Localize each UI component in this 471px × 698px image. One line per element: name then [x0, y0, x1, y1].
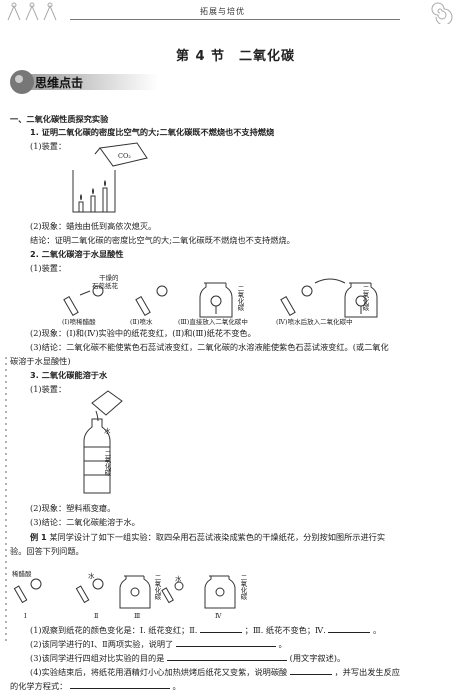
example-figure	[13, 575, 236, 609]
badge-band	[10, 70, 158, 94]
q4-part-b: ，并写出发生反应	[334, 667, 400, 677]
s3-phenomenon: (2)现象：塑料瓶变瘪。	[30, 503, 116, 513]
caption-3: (Ⅲ)直接放入二氧化碳中	[178, 318, 248, 326]
s2-conclusion-b: 碳溶于水显酸性)	[10, 356, 71, 366]
question-4-cont: 的化学方程式： 。	[10, 680, 181, 692]
question-4: (4)实验结束后，将纸花用酒精灯小心加热烘烤后纸花又变紫，说明碳酸 ，并写出发生…	[30, 666, 400, 678]
s2-conclusion-a: (3)结论：二氧化碳不能使紫色石蕊试液变红，二氧化碳的水溶液能使紫色石蕊试液变红…	[30, 342, 389, 352]
s3-device: (1)装置：	[30, 384, 67, 394]
q4-part-d: 。	[172, 681, 181, 691]
s1-device: (1)装置：	[30, 141, 67, 151]
caption-1: (Ⅰ)喷稀醋酸	[62, 318, 96, 326]
water-label-2: 水	[88, 572, 95, 580]
q3-part-b: (用文字叙述)。	[289, 653, 346, 663]
question-3: (3)该同学进行四组对比实验的目的是 (用文字叙述)。	[30, 652, 345, 664]
water-label-4: 水	[175, 575, 182, 583]
ex-caption-1: Ⅰ	[24, 612, 27, 620]
s1-conclusion: 结论：证明二氧化碳的密度比空气的大;二氧化碳既不燃烧也不支持燃烧。	[30, 235, 295, 245]
example-text-b: 验。回答下列问题。	[10, 546, 84, 556]
q2-blank[interactable]	[175, 638, 276, 647]
s3-title: 3. 二氧化碳能溶于水	[30, 370, 108, 380]
q1-part-b: ；Ⅲ. 纸花不变色；Ⅳ.	[244, 625, 326, 635]
q1-blank-2[interactable]	[200, 624, 243, 633]
ex-caption-3: Ⅲ	[134, 612, 141, 620]
water-label: 水	[104, 427, 111, 435]
candle-beaker-figure	[72, 142, 148, 213]
s2-phenomenon: (2)现象：(Ⅰ)和(Ⅳ)实验中的纸花变红，(Ⅱ)和(Ⅲ)纸花不变色。	[30, 328, 256, 338]
q4-part-c: 的化学方程式：	[10, 681, 68, 691]
s1-title: 1. 证明二氧化碳的密度比空气的大;二氧化碳既不燃烧也不支持燃烧	[30, 127, 275, 137]
jar-co2-label-3: 二氧化碳	[153, 574, 161, 600]
q1-blank-4[interactable]	[328, 624, 371, 633]
s1-phenomenon: (2)现象：蜡烛由低到高依次熄灭。	[30, 221, 157, 231]
example-lead: 例 1	[30, 532, 47, 542]
dry-paper-label-2: 石蕊纸花	[92, 282, 118, 290]
part1-heading: 一、二氧化碳性质探究实验	[10, 114, 109, 124]
example-text: 某同学设计了如下一组实验：取四朵用石蕊试液染成紫色的干燥纸花，分别按如图所示进行…	[49, 532, 386, 542]
header-rule	[70, 19, 400, 20]
ex-caption-4: Ⅳ	[215, 612, 222, 620]
s2-device: (1)装置：	[30, 263, 67, 273]
question-2: (2)该同学进行的Ⅰ、Ⅱ两项实验，说明了 。	[30, 638, 287, 650]
section-title: 第 4 节 二氧化碳	[175, 49, 296, 64]
question-1: (1)观察到纸花的颜色变化是：Ⅰ. 纸花变红；Ⅱ. ；Ⅲ. 纸花不变色；Ⅳ. 。	[30, 624, 381, 636]
q2-part-b: 。	[278, 639, 287, 649]
litmus-flowers-figure	[63, 278, 378, 318]
q4-blank-2[interactable]	[69, 680, 170, 689]
acid-label: 稀醋酸	[12, 570, 32, 578]
jar-co2-label-4: 二氧化碳	[239, 574, 247, 600]
q1-part-a: (1)观察到纸花的颜色变化是：Ⅰ. 纸花变红；Ⅱ.	[30, 625, 198, 635]
header-title: 拓展与培优	[200, 7, 245, 16]
spiral-icon	[431, 2, 453, 24]
q3-part-a: (3)该同学进行四组对比实验的目的是	[30, 653, 165, 663]
q1-part-c: 。	[373, 625, 382, 635]
bottle-co2-label: 二氧化碳	[103, 450, 111, 476]
q4-blank-1[interactable]	[289, 666, 332, 675]
page-header: 拓展与培优	[0, 0, 471, 24]
s2-title: 2. 二氧化碳溶于水显酸性	[30, 249, 124, 259]
header-figures-icon	[7, 2, 57, 21]
caption-4: (Ⅳ)喷水后放入二氧化碳中	[276, 318, 353, 326]
co2-jar-label-3: 二氧化碳	[236, 285, 244, 311]
margin-dots	[5, 355, 7, 645]
plastic-bottle-figure	[83, 390, 123, 494]
co2-jar-label-4: 二氧化碳	[361, 285, 369, 311]
caption-2: (Ⅱ)喷水	[130, 318, 153, 326]
example-text-a: 例 1 某同学设计了如下一组实验：取四朵用石蕊试液染成紫色的干燥纸花，分别按如图…	[30, 532, 385, 543]
dry-paper-label: 干燥的	[99, 274, 119, 282]
q3-blank[interactable]	[167, 652, 288, 661]
badge-label: 思维点击	[35, 76, 84, 90]
co2-label: CO₂	[118, 152, 131, 160]
s3-conclusion: (3)结论：二氧化碳能溶于水。	[30, 517, 140, 527]
q4-part-a: (4)实验结束后，将纸花用酒精灯小心加热烘烤后纸花又变紫，说明碳酸	[30, 667, 288, 677]
q2-part-a: (2)该同学进行的Ⅰ、Ⅱ两项实验，说明了	[30, 639, 174, 649]
ex-caption-2: Ⅱ	[94, 612, 99, 620]
